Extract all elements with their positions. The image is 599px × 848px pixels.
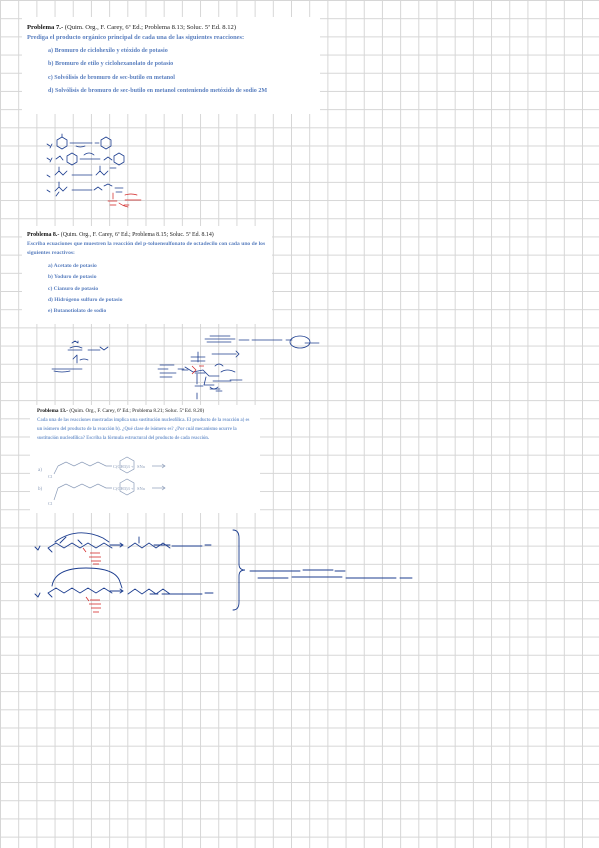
problem-13-title: Problema 13.- bbox=[37, 408, 69, 414]
reaction-a-reagent: C(CH3)3 + bbox=[113, 464, 134, 469]
reaction-a-label: a) bbox=[38, 468, 42, 473]
problem-7-items: a) Bromuro de ciclohexilo y etóxido de p… bbox=[48, 45, 315, 99]
problem-8-item-d: d) Hidrógeno sulfuro de potasio bbox=[48, 297, 123, 304]
answer-13b bbox=[34, 567, 214, 598]
problem-8-item-b: b) Yoduro de potasio bbox=[48, 274, 97, 281]
answer-8-left-sketch bbox=[51, 340, 109, 373]
problem-7-title: Problema 7.- bbox=[27, 24, 64, 31]
problem-8-item-e: e) Butanotiolato de sodio bbox=[48, 308, 107, 315]
problem-13-statement: Cada una de las reacciones mostradas imp… bbox=[37, 417, 250, 441]
answer-7b bbox=[46, 152, 125, 166]
problem-8-source: (Quim. Org., F. Carey, 6ª Ed.; Problema … bbox=[59, 232, 214, 238]
problem-8-handwritten-answers bbox=[51, 335, 320, 400]
problem-7-handwritten-answers bbox=[46, 133, 125, 197]
problem-7-item-b: b) Bromuro de etilo y ciclohexanolato de… bbox=[48, 61, 174, 68]
reaction-b-ring bbox=[57, 483, 112, 489]
problem-8-card: Problema 8.- (Quim. Org., F. Carey, 6ª E… bbox=[22, 226, 272, 324]
answer-7d bbox=[46, 181, 124, 197]
answer-7c bbox=[46, 165, 117, 178]
problem-13-source: (Quim. Org., F. Carey, 6ª Ed.; Problema … bbox=[68, 408, 205, 414]
problem-8-title: Problema 8.- bbox=[27, 232, 60, 238]
reaction-b-reagent: C(CH3)3 + bbox=[113, 486, 134, 491]
reaction-b-arrowhead bbox=[161, 485, 166, 491]
reaction-a-cl-bond bbox=[53, 465, 59, 475]
reaction-a-ring bbox=[57, 461, 112, 467]
problem-8-item-a: a) Acetato de potasio bbox=[48, 263, 97, 270]
problem-7-item-c: c) Solvólisis de bromuro de sec-butilo e… bbox=[48, 74, 175, 81]
problem-13-red-marks bbox=[82, 547, 101, 613]
reaction-a-nucleophile: SNa bbox=[137, 464, 145, 469]
answer-7a bbox=[46, 133, 112, 150]
problem-13-header: Problema 13.- (Quim. Org., F. Carey, 6ª … bbox=[35, 408, 255, 416]
answer-13a bbox=[34, 532, 212, 553]
problem-7-red-marks bbox=[107, 192, 142, 208]
problem-8-items: a) Acetato de potasio b) Yoduro de potas… bbox=[48, 261, 267, 317]
answer-8-right-sketch bbox=[157, 335, 320, 400]
reaction-a-arrowhead bbox=[161, 463, 166, 469]
problem-13-card: Problema 13.- (Quim. Org., F. Carey, 6ª … bbox=[30, 405, 260, 513]
problem-7-item-d: d) Solvólisis de bromuro de sec-butilo e… bbox=[48, 88, 268, 95]
reaction-b-nucleophile: SNa bbox=[137, 486, 145, 491]
problem-13-handwritten-answers bbox=[34, 529, 413, 611]
reaction-b-label: b) bbox=[38, 487, 43, 492]
reaction-b-cl: Cl bbox=[48, 501, 53, 506]
problem-8-statement: Escriba ecuaciones que muestren la reacc… bbox=[27, 240, 266, 257]
problem-7-statement: Prediga el producto orgánico principal d… bbox=[27, 33, 245, 41]
problem-8-header: Problema 8.- (Quim. Org., F. Carey, 6ª E… bbox=[27, 231, 267, 240]
reaction-b-scheme: b) Cl C(CH3)3 + SNa bbox=[38, 478, 166, 506]
reaction-a-benzene bbox=[119, 456, 135, 474]
problem-7-card: Problema 7.- (Quim. Org., F. Carey, 6ª E… bbox=[22, 17, 320, 114]
answer-13-brace-note bbox=[232, 529, 413, 611]
problem-8-item-c: c) Cianuro de potasio bbox=[48, 285, 99, 292]
problem-7-source: (Quim. Org., F. Carey, 6ª Ed.; Problema … bbox=[63, 24, 237, 31]
reaction-a-cl: Cl bbox=[48, 474, 53, 479]
reaction-a-scheme: a) Cl C(CH3)3 + SNa bbox=[38, 456, 166, 479]
problem-7-item-a: a) Bromuro de ciclohexilo y etóxido de p… bbox=[48, 47, 168, 54]
reaction-b-benzene bbox=[119, 478, 135, 496]
problem-7-header: Problema 7.- (Quim. Org., F. Carey, 6ª E… bbox=[27, 23, 315, 33]
reaction-b-cl-bond bbox=[53, 487, 59, 501]
problem-8-red-marks bbox=[191, 365, 204, 375]
